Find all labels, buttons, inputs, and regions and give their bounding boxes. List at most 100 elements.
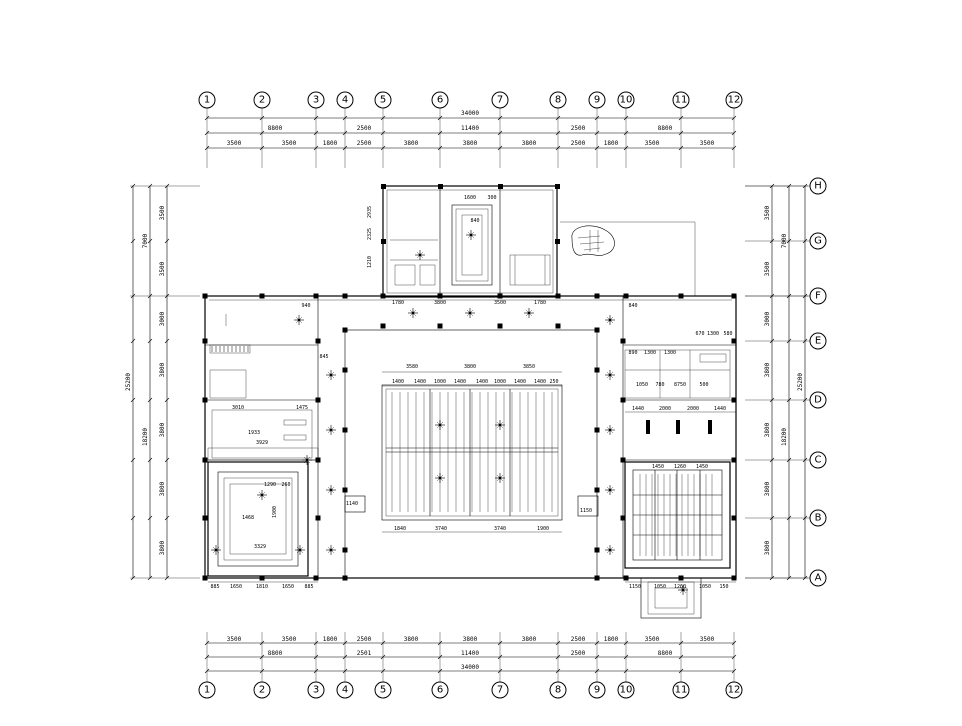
central-hall: 3580 3800 3850 1400 1400 1000 1400 1400 …	[344, 364, 599, 533]
right-seg-dim-5: 3800	[764, 422, 771, 437]
bottom-group-dim-5: 8800	[658, 650, 673, 657]
top-seg-dim-4: 2500	[357, 140, 372, 147]
left-wing-rooms: 3010 1475 1933 3929 1468 3329 1290 260 1…	[207, 303, 329, 590]
column-17	[594, 327, 600, 333]
column-14	[437, 323, 443, 329]
bottom-seg-dim-7: 3800	[522, 636, 537, 643]
left-seg-dim-4: 3800	[159, 362, 166, 377]
left-room-dim-3: 1933	[248, 430, 260, 436]
hall-row-dim-2: 1400	[414, 379, 426, 385]
annex-dim-6: 3500	[494, 300, 506, 306]
bottom-group-dim-2: 2501	[357, 650, 372, 657]
side-axis-bubble-A: A	[809, 569, 827, 587]
bottom-axis-bubble-11: 11	[672, 681, 690, 699]
axis-label: 8	[555, 685, 561, 696]
right-seg-dim-3: 3000	[764, 311, 771, 326]
top-group-dim-3: 11400	[461, 125, 479, 132]
light-icon-23	[415, 250, 425, 260]
hall-top-dim-1: 3580	[406, 364, 418, 370]
light-icon-21	[678, 585, 688, 595]
bottom-seg-dim-2: 3500	[282, 636, 297, 643]
left-seg-dim-1: 3500	[159, 205, 166, 220]
top-dimension-chain: 34000 8800 2500 11400 2500 8800 3500 350…	[207, 110, 734, 149]
bottom-seg-dim-11: 3500	[700, 636, 715, 643]
right-mid-dim-1: 1440	[632, 406, 644, 412]
left-seg-dim-2: 3500	[159, 261, 166, 276]
column-10	[678, 293, 684, 299]
annex-dim-8: 2325	[367, 228, 373, 240]
column-38	[731, 338, 737, 344]
annex-dim-10: 1210	[367, 256, 373, 268]
left-room-dim-6: 3329	[254, 544, 266, 550]
top-axis-bubble-10: 10	[617, 91, 635, 109]
light-icon-11	[605, 315, 615, 325]
column-3	[342, 293, 348, 299]
axis-label: 3	[313, 685, 319, 696]
column-24	[342, 547, 348, 553]
left-room-dim-7: 1290	[264, 482, 276, 488]
column-21	[594, 427, 600, 433]
right-seg-dim-6: 3800	[764, 481, 771, 496]
right-total-dim: 25200	[797, 373, 804, 391]
axis-label: F	[815, 291, 821, 302]
right-room-dim-1: 1450	[652, 464, 664, 470]
axis-label: 7	[497, 95, 503, 106]
side-axis-bubble-F: F	[809, 287, 827, 305]
left-seg-dim-7: 3800	[159, 540, 166, 555]
top-seg-dim-2: 3500	[282, 140, 297, 147]
bottom-axis-bubble-1: 1	[198, 681, 216, 699]
column-37	[202, 515, 208, 521]
light-icon-2	[326, 425, 336, 435]
column-1	[259, 293, 265, 299]
light-icon-8	[408, 308, 418, 318]
hall-row-dim-7: 1400	[514, 379, 526, 385]
right-top-dim-8: 1050	[636, 382, 648, 388]
ceiling-light-symbols	[211, 230, 688, 595]
right-mid-dim-4: 1440	[714, 406, 726, 412]
top-axis-bubble-9: 9	[588, 91, 606, 109]
right-dimension-chain: 3500 3500 3000 3800 3800 3800 3800 7000 …	[745, 185, 808, 579]
column-32	[678, 575, 684, 581]
column-40	[731, 457, 737, 463]
hall-bottom-dim-2: 3740	[494, 526, 506, 532]
left-room-dim-1: 3010	[232, 405, 244, 411]
column-4	[380, 293, 386, 299]
right-top-dim-3: 1300	[707, 331, 719, 337]
side-axis-bubble-H: H	[809, 177, 827, 195]
hall-row-dim-9: 250	[549, 379, 558, 385]
axis-label: A	[815, 573, 822, 584]
main-building	[204, 295, 737, 579]
top-seg-dim-11: 3500	[700, 140, 715, 147]
column-49	[620, 515, 626, 521]
bottom-axis-bubble-12: 12	[725, 681, 743, 699]
column-34	[202, 338, 208, 344]
top-seg-dim-8: 2500	[571, 140, 586, 147]
right-top-dim-1: 840	[628, 303, 637, 309]
axis-label: 2	[259, 685, 265, 696]
annex-dim-1: 1600	[464, 195, 476, 201]
top-seg-dim-6: 3800	[463, 140, 478, 147]
right-group-dim-1: 7000	[781, 233, 788, 248]
axis-label: 4	[342, 685, 348, 696]
annex-dim-3: 840	[470, 218, 479, 224]
column-35	[202, 397, 208, 403]
left-seg-dim-3: 3000	[159, 311, 166, 326]
right-seg-dim-7: 3800	[764, 540, 771, 555]
column-25	[594, 547, 600, 553]
column-19	[594, 367, 600, 373]
hall-bottom-dim-3: 1840	[394, 526, 406, 532]
top-seg-dim-9: 1800	[604, 140, 619, 147]
light-icon-18	[435, 473, 445, 483]
hall-bottom-dim-1: 3740	[435, 526, 447, 532]
axis-label: 1	[204, 95, 210, 106]
axis-label: 4	[342, 95, 348, 106]
axis-label: 5	[380, 685, 386, 696]
right-mid-dim-2: 2000	[659, 406, 671, 412]
annex-dim-5: 3800	[434, 300, 446, 306]
bottom-axis-bubble-10: 10	[617, 681, 635, 699]
column-7	[555, 293, 561, 299]
annex-dim-9: 2935	[367, 206, 373, 218]
top-axis-bubble-7: 7	[491, 91, 509, 109]
right-bottom-dim-2: 1050	[654, 584, 666, 590]
